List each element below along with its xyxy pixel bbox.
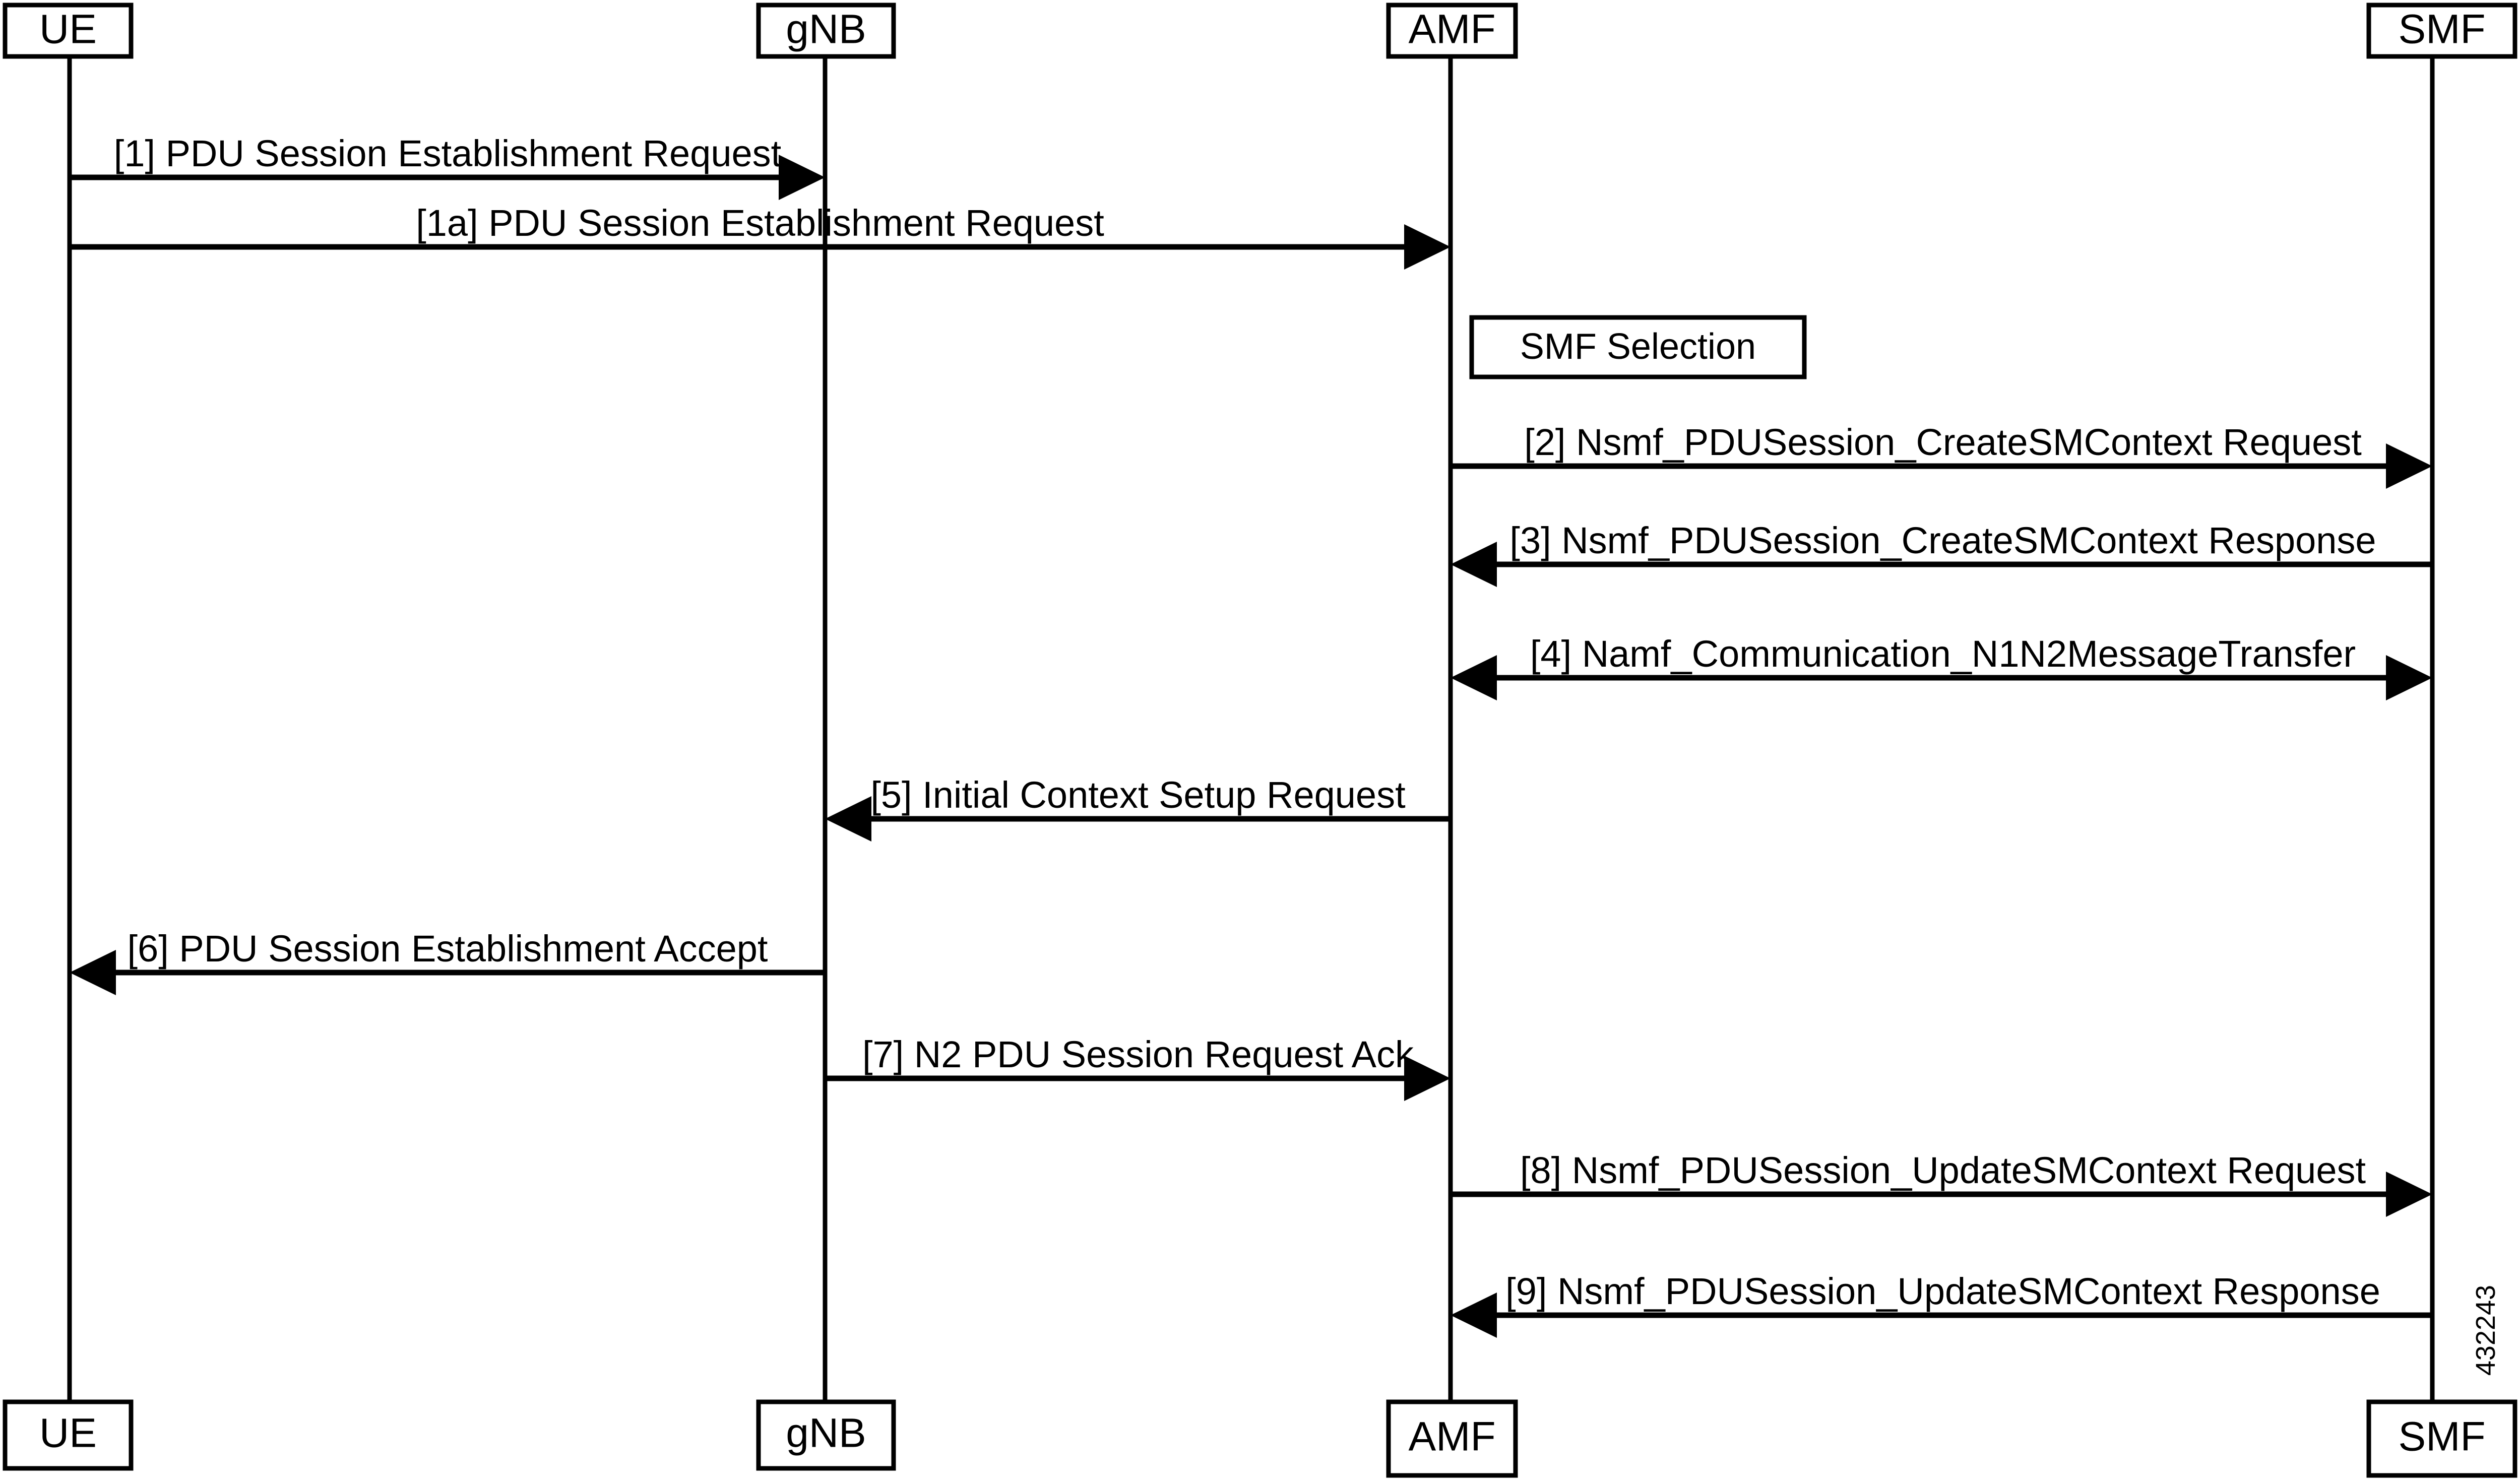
figure-id-group: 432243 [2471,1285,2501,1376]
actor-box-smf-bottom-rect [2366,1399,2517,1478]
message-8-label: [8] Nsmf_PDUSession_UpdateSMContext Requ… [1520,1149,2366,1191]
figure-id-label: 432243 [2471,1285,2501,1376]
actor-box-ue-top-rect [3,3,134,59]
message-4-arrowhead-left [1451,655,1497,700]
message-8[interactable]: [8] Nsmf_PDUSession_UpdateSMContext Requ… [1451,1149,2432,1217]
actor-box-smf-top-rect [2366,3,2517,59]
message-1a[interactable]: [1a] PDU Session Establishment Request [70,202,1451,270]
actor-boxes-bottom: UE gNB AMF SMF [3,1399,2517,1478]
message-2-label: [2] Nsmf_PDUSession_CreateSMContext Requ… [1524,421,2362,463]
actor-label-smf-top: SMF [2398,7,2485,52]
actor-label-gnb-bottom: gNB [786,1410,866,1456]
message-1a-arrowhead-right [1404,224,1451,270]
actor-box-gnb-bottom[interactable]: gNB [756,1399,896,1471]
message-9-arrowhead-left [1451,1293,1497,1338]
message-1a-label: [1a] PDU Session Establishment Request [416,202,1104,244]
actor-box-ue-bottom[interactable]: UE [3,1399,134,1471]
actor-label-amf-bottom: AMF [1408,1414,1495,1460]
message-8-arrowhead-right [2386,1172,2432,1217]
message-7[interactable]: [7] N2 PDU Session Request Ack [825,1034,1451,1101]
message-5[interactable]: [5] Initial Context Setup Request [825,774,1451,842]
message-4-label: [4] Namf_Communication_N1N2MessageTransf… [1530,633,2356,675]
message-6[interactable]: [6] PDU Session Establishment Accept [70,928,825,995]
message-9[interactable]: [9] Nsmf_PDUSession_UpdateSMContext Resp… [1451,1270,2432,1338]
message-2[interactable]: [2] Nsmf_PDUSession_CreateSMContext Requ… [1451,421,2432,489]
actor-box-amf-top[interactable]: AMF [1386,3,1518,59]
message-9-label: [9] Nsmf_PDUSession_UpdateSMContext Resp… [1505,1270,2380,1312]
actor-label-gnb-top: gNB [786,7,866,52]
message-6-arrowhead-left [70,950,116,995]
actor-box-gnb-top-rect [756,3,896,59]
message-1-arrowhead-right [779,155,825,200]
actor-box-smf-top[interactable]: SMF [2366,3,2517,59]
note-smf-selection[interactable]: SMF Selection [1469,315,1807,379]
message-3[interactable]: [3] Nsmf_PDUSession_CreateSMContext Resp… [1451,520,2432,587]
message-7-label: [7] N2 PDU Session Request Ack [862,1034,1414,1075]
actor-box-amf-top-rect [1386,3,1518,59]
actor-label-ue-bottom: UE [39,1410,97,1456]
message-1[interactable]: [1] PDU Session Establishment Request [70,133,825,200]
actor-label-smf-bottom: SMF [2398,1414,2485,1460]
actor-box-amf-bottom[interactable]: AMF [1386,1399,1518,1478]
actor-box-gnb-bottom-rect [756,1399,896,1471]
lifelines-group [67,56,2435,1401]
message-1-label: [1] PDU Session Establishment Request [114,133,782,174]
actor-box-ue-bottom-rect [3,1399,134,1471]
message-7-arrowhead-right [1404,1056,1451,1101]
actor-box-smf-bottom[interactable]: SMF [2366,1399,2517,1478]
message-3-arrowhead-left [1451,542,1497,587]
actor-box-gnb-top[interactable]: gNB [756,3,896,59]
message-5-label: [5] Initial Context Setup Request [870,774,1406,816]
message-2-arrowhead-right [2386,443,2432,489]
actor-label-amf-top: AMF [1408,7,1495,52]
actor-box-ue-top[interactable]: UE [3,3,134,59]
message-6-label: [6] PDU Session Establishment Accept [128,928,768,970]
note-smf-selection-rect [1469,315,1807,379]
message-5-arrowhead-left [825,796,871,842]
message-4-arrowhead-right [2386,655,2432,700]
actor-label-ue-top: UE [39,7,97,52]
actor-box-amf-bottom-rect [1386,1399,1518,1478]
message-3-label: [3] Nsmf_PDUSession_CreateSMContext Resp… [1509,520,2376,561]
actor-boxes-top: UE gNB AMF SMF [3,3,2517,59]
note-smf-selection-label: SMF Selection [1520,327,1756,367]
message-4[interactable]: [4] Namf_Communication_N1N2MessageTransf… [1451,633,2432,700]
